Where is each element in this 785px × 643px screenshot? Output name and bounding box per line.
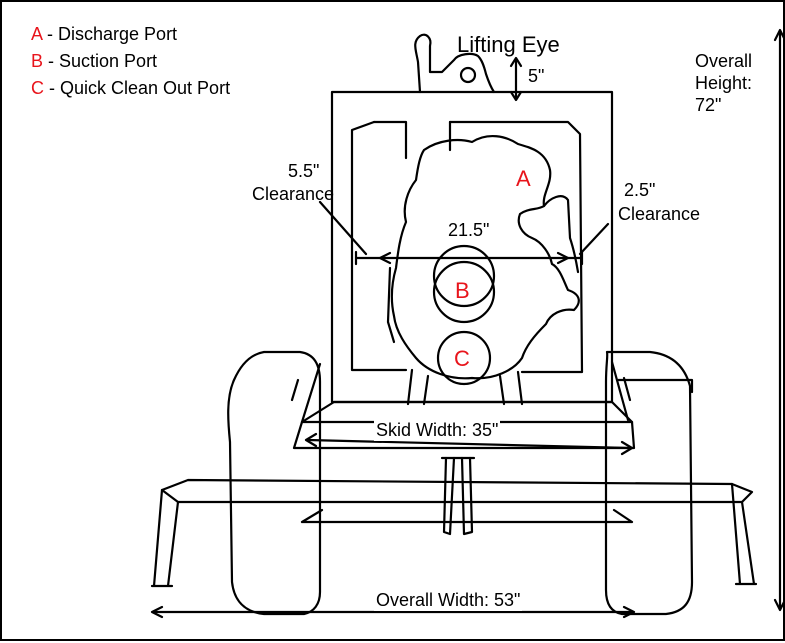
skid-front bbox=[292, 420, 636, 450]
pump-side-detail bbox=[542, 195, 580, 274]
right-clearance-dimension bbox=[564, 250, 584, 266]
left-clearance-dimension bbox=[354, 250, 384, 266]
discharge-port-label: A bbox=[516, 166, 531, 191]
left-clearance-word: Clearance bbox=[252, 184, 335, 204]
tire-leader bbox=[616, 378, 694, 394]
height-dimension-arrows bbox=[773, 28, 785, 612]
right-clearance-word: Clearance bbox=[618, 204, 701, 224]
pump-legs bbox=[406, 368, 524, 406]
left-clearance-label: 5.5" bbox=[288, 161, 320, 181]
cleanout-port-label: C bbox=[454, 346, 470, 371]
skid-dimension-arrows bbox=[304, 432, 634, 456]
axle-lower-plate bbox=[300, 508, 634, 524]
overall-width-label: Overall Width: 53" bbox=[374, 590, 523, 611]
skid-side-right bbox=[610, 360, 632, 422]
legend-item-a: A - Discharge Port bbox=[31, 24, 178, 44]
lifting-eye-label: Lifting Eye bbox=[457, 32, 560, 57]
suction-port-ring bbox=[432, 244, 496, 308]
left-tire bbox=[227, 350, 322, 616]
legend-item-c: C - Quick Clean Out Port bbox=[31, 78, 231, 98]
skid-width-label: Skid Width: 35" bbox=[374, 420, 501, 441]
frame-left-upright bbox=[372, 120, 408, 160]
axle-bar bbox=[160, 478, 754, 504]
inner-frame-right bbox=[448, 120, 584, 374]
axle-right-end bbox=[730, 482, 758, 586]
cleanout-port bbox=[436, 330, 492, 386]
hitch-post-left bbox=[442, 456, 456, 536]
skid-deck bbox=[300, 400, 634, 424]
right-clearance-leader bbox=[578, 222, 610, 256]
right-clearance-label: 2.5" bbox=[624, 180, 656, 200]
right-tire bbox=[604, 350, 694, 616]
suction-port-label: B bbox=[455, 278, 470, 303]
eye-dimension-arrows bbox=[509, 56, 523, 102]
skid-dimension bbox=[306, 438, 632, 450]
axle-left-end bbox=[150, 488, 180, 588]
inner-frame-left bbox=[350, 120, 408, 372]
inner-width-label: 21.5" bbox=[448, 220, 490, 240]
pump-left-detail bbox=[386, 266, 396, 344]
lifting-eye-bracket bbox=[414, 33, 496, 94]
lifting-eye-hole bbox=[459, 66, 477, 84]
pump-body bbox=[390, 135, 580, 380]
width-dimension-arrows bbox=[150, 605, 636, 619]
skid-side-left bbox=[290, 362, 322, 424]
overall-height-label: Overall Height: 72" bbox=[695, 51, 753, 115]
left-clearance-leader bbox=[318, 200, 368, 256]
eye-clearance-label: 5" bbox=[528, 66, 545, 86]
suction-port bbox=[432, 260, 496, 324]
legend-item-b: B - Suction Port bbox=[31, 51, 158, 71]
hitch-post-right bbox=[460, 456, 474, 536]
port-legend: A - Discharge Port B - Suction Port C - … bbox=[31, 21, 230, 102]
